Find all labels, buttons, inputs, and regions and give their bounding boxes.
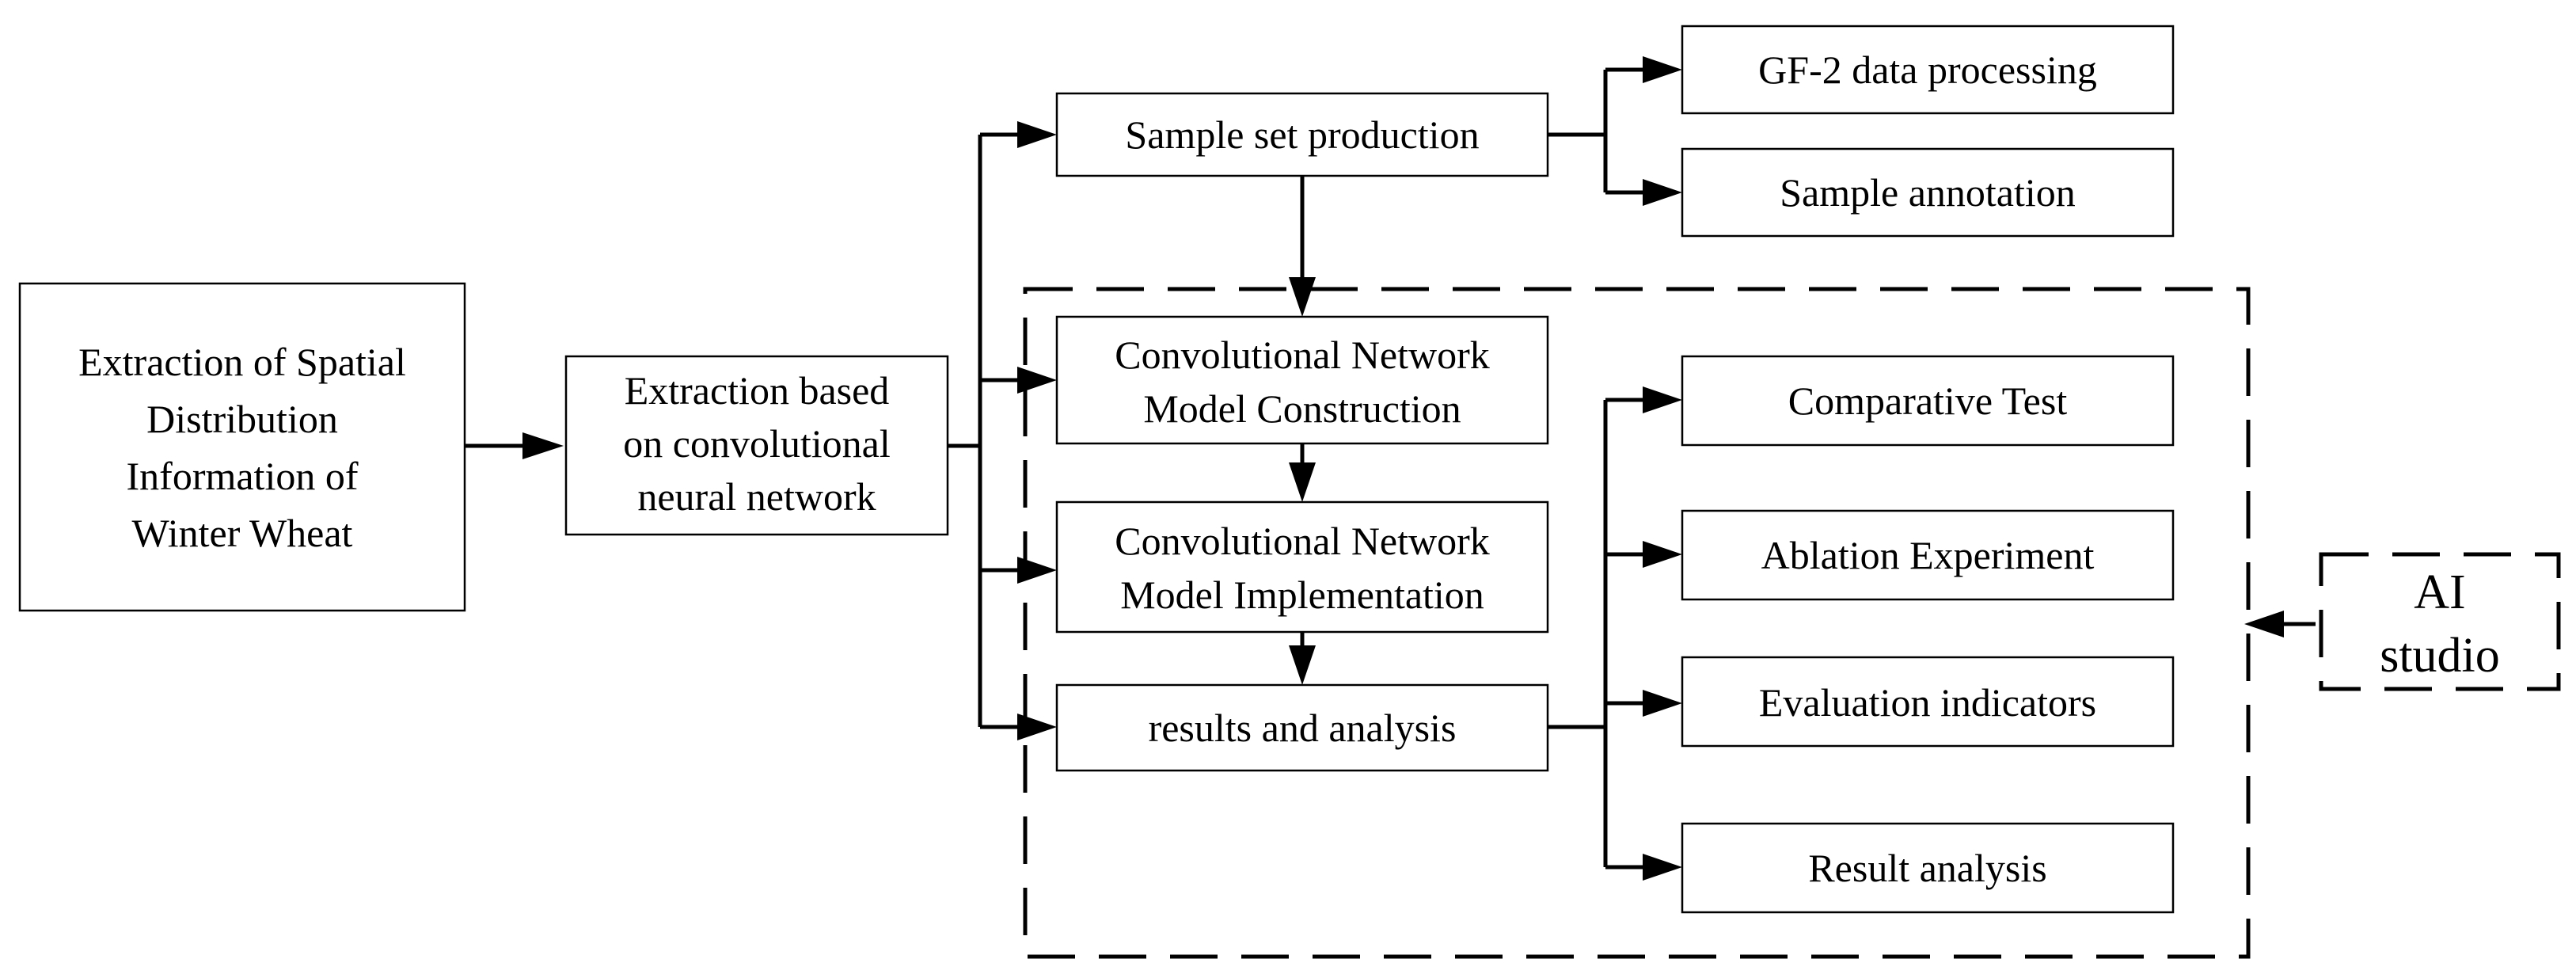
implementation-line-1: Convolutional Network (1115, 519, 1490, 563)
ai-studio-node: AI studio (2380, 565, 2500, 683)
arrowhead-ai-studio (2244, 611, 2284, 637)
gf2-node: GF-2 data processing (1681, 25, 2175, 115)
cnn-node-line-3: neural network (637, 474, 876, 519)
arrowhead-sample-set (1017, 121, 1057, 148)
arrowhead-annotation (1643, 179, 1682, 206)
ai-studio-line-2: studio (2380, 629, 2500, 683)
results-label: results and analysis (1149, 706, 1457, 750)
result-analysis-node: Result analysis (1681, 822, 2175, 914)
arrowhead-gf2 (1643, 56, 1682, 83)
arrowhead-ablation (1643, 541, 1682, 568)
evaluation-node: Evaluation indicators (1681, 656, 2175, 748)
construction-line-2: Model Construction (1143, 386, 1461, 431)
root-node: Extraction of Spatial Distribution Infor… (18, 282, 466, 612)
root-node-line-4: Winter Wheat (132, 511, 353, 555)
construction-node: Convolutional Network Model Construction (1055, 315, 1549, 445)
comparative-node: Comparative Test (1681, 355, 2175, 447)
implementation-line-2: Model Implementation (1120, 573, 1484, 617)
sample-set-node: Sample set production (1055, 92, 1549, 177)
results-node: results and analysis (1055, 683, 1549, 772)
sample-set-label: Sample set production (1125, 112, 1479, 157)
ablation-label: Ablation Experiment (1761, 533, 2095, 577)
root-node-line-2: Distribution (146, 397, 338, 441)
connectors (465, 56, 2316, 881)
root-node-line-1: Extraction of Spatial (78, 340, 406, 384)
gf2-label: GF-2 data processing (1758, 48, 2097, 92)
arrowhead-result-analysis (1643, 854, 1682, 881)
cnn-node-line-1: Extraction based (625, 368, 890, 413)
evaluation-label: Evaluation indicators (1759, 680, 2096, 725)
construction-line-1: Convolutional Network (1115, 333, 1490, 377)
ai-studio-line-1: AI (2414, 565, 2465, 619)
arrowhead-evaluation (1643, 690, 1682, 717)
result-analysis-label: Result analysis (1808, 846, 2046, 890)
annotation-node: Sample annotation (1681, 147, 2175, 238)
cnn-node-line-2: on convolutional (623, 421, 890, 466)
ai-studio-box (2319, 552, 2561, 691)
implementation-node: Convolutional Network Model Implementati… (1055, 500, 1549, 634)
cnn-node: Extraction based on convolutional neural… (564, 355, 949, 536)
ablation-node: Ablation Experiment (1681, 509, 2175, 601)
annotation-label: Sample annotation (1780, 170, 2076, 215)
arrowhead-construction (1017, 367, 1057, 394)
arrowhead-down-implementation (1289, 462, 1316, 502)
arrowhead-comparative (1643, 386, 1682, 413)
comparative-label: Comparative Test (1788, 379, 2068, 423)
root-node-line-3: Information of (127, 454, 359, 498)
arrowhead-cnn (522, 432, 564, 459)
arrowhead-down-construction (1289, 277, 1316, 317)
arrowhead-down-results (1289, 645, 1316, 685)
model-workflow-region (1023, 287, 2251, 959)
